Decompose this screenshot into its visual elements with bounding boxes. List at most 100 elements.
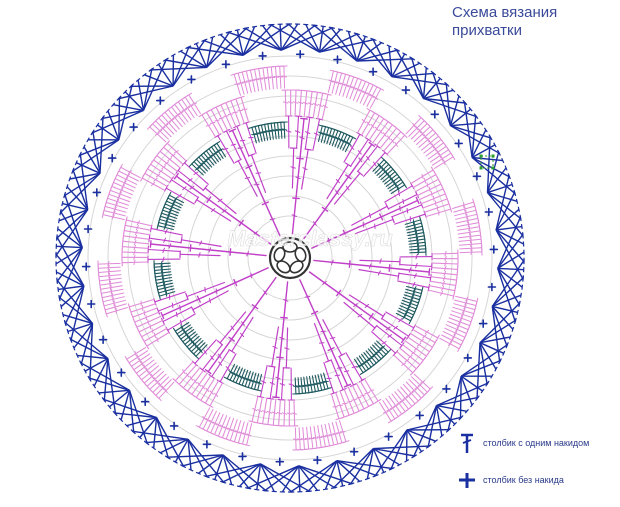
stitch-post <box>237 72 245 95</box>
stitch-yarn-over <box>133 244 136 251</box>
stitch-top-bar <box>124 356 129 363</box>
stitch-yarn-over <box>416 240 419 246</box>
fan-stitch-top <box>83 368 87 374</box>
stitch-post <box>406 228 424 234</box>
fan-cluster <box>430 70 501 156</box>
stitch-yarn-over <box>458 319 462 325</box>
fan-stitch <box>463 102 473 158</box>
stitch-post <box>136 315 162 328</box>
fan-stitch-top <box>61 312 65 318</box>
stitch-post <box>339 133 348 150</box>
stitch-yarn-over <box>368 263 372 269</box>
stitch-post <box>352 79 363 101</box>
stitch-post <box>125 219 153 227</box>
stitch-post <box>402 297 419 304</box>
stitch-post <box>442 331 464 342</box>
stitch-yarn-over <box>269 382 275 385</box>
stitch-yarn-over <box>330 134 335 139</box>
fan-stitch-top <box>242 27 248 30</box>
stitch-post <box>369 88 382 109</box>
stitch-post <box>219 353 237 383</box>
fan-stitch <box>118 97 121 140</box>
stitch-yarn-over <box>272 129 278 132</box>
stitch-yarn-over <box>177 193 182 198</box>
stitch-yarn-over <box>244 177 251 179</box>
fan-stitch-top <box>68 176 72 182</box>
fan-stitch-top <box>488 134 492 140</box>
stitch-yarn-over <box>412 122 416 128</box>
stitch-post <box>237 421 245 444</box>
stitch-yarn-over <box>463 304 467 310</box>
stitch-yarn-over <box>272 345 278 349</box>
stitch-top-bar <box>185 292 189 301</box>
stitch-post <box>371 331 397 354</box>
stitch-post <box>201 114 217 138</box>
stitch-yarn-over <box>431 143 435 149</box>
fan-stitch <box>242 24 273 56</box>
fan-stitch <box>471 156 516 195</box>
stitch-post <box>160 215 177 222</box>
fan-stitch <box>260 463 310 492</box>
fan-stitch-top <box>71 168 75 174</box>
stitch-post <box>408 120 425 137</box>
stitch-post <box>217 135 235 164</box>
stitch-yarn-over <box>241 321 245 326</box>
fan-stitch-top <box>402 52 408 56</box>
fan-stitch <box>66 186 89 211</box>
fan-stitch <box>423 97 477 118</box>
stitch-yarn-over <box>275 376 281 380</box>
stitch-post <box>394 213 426 225</box>
stitch-post <box>382 171 396 183</box>
stitch-post <box>283 281 289 319</box>
fan-stitch <box>476 342 481 399</box>
fan-stitch <box>197 454 224 474</box>
stitch-post <box>258 68 263 91</box>
stitch-yarn-over <box>245 377 250 382</box>
stitch-post <box>338 292 372 318</box>
round-guide-circle <box>227 195 353 321</box>
stitch-post <box>311 232 346 249</box>
fan-cluster <box>90 57 169 136</box>
stitch-yarn-over <box>265 76 272 79</box>
stitch-post <box>184 96 198 116</box>
stitch-yarn-over <box>222 209 227 213</box>
stitch-yarn-over <box>395 183 398 189</box>
stitch-yarn-over <box>269 129 275 132</box>
fan-stitch-top <box>514 317 517 323</box>
stitch-post <box>347 386 360 412</box>
stitch-post <box>130 303 157 313</box>
fan-stitch-top <box>362 35 368 38</box>
stitch-yarn-over <box>290 166 296 169</box>
stitch-post <box>175 175 210 201</box>
stitch-post <box>418 132 437 148</box>
fan-stitch <box>187 438 208 478</box>
stitch-yarn-over <box>346 401 353 403</box>
stitch-post <box>103 210 126 217</box>
stitch-top-bar <box>194 196 199 204</box>
fan-stitch-top <box>66 328 70 335</box>
stitch-yarn-over <box>359 363 365 366</box>
stitch-yarn-over <box>414 346 419 351</box>
stitch-yarn-over <box>312 221 317 226</box>
stitch-yarn-over <box>181 109 187 112</box>
stitch-post <box>195 375 212 398</box>
stitch-post <box>327 70 334 93</box>
stitch-yarn-over <box>205 417 210 422</box>
fan-stitch <box>64 172 101 197</box>
stitch-yarn-over <box>390 138 395 144</box>
stitch-top-bar <box>175 167 181 174</box>
fan-stitch-top <box>370 37 376 41</box>
stitch-yarn-over <box>379 164 383 170</box>
stitch-post <box>189 247 232 253</box>
fan-stitch <box>69 172 101 180</box>
stitch-post <box>324 176 350 211</box>
stitch-top-bar <box>388 419 395 424</box>
stitch-yarn-over <box>281 128 288 131</box>
fan-stitch <box>83 146 101 174</box>
stitch-post <box>158 288 175 294</box>
stitch-post <box>271 326 279 368</box>
fan-stitch-top <box>188 468 194 472</box>
fan-stitch <box>144 74 174 87</box>
fan-stitch-top <box>423 65 429 70</box>
fan-stitch <box>497 251 525 269</box>
